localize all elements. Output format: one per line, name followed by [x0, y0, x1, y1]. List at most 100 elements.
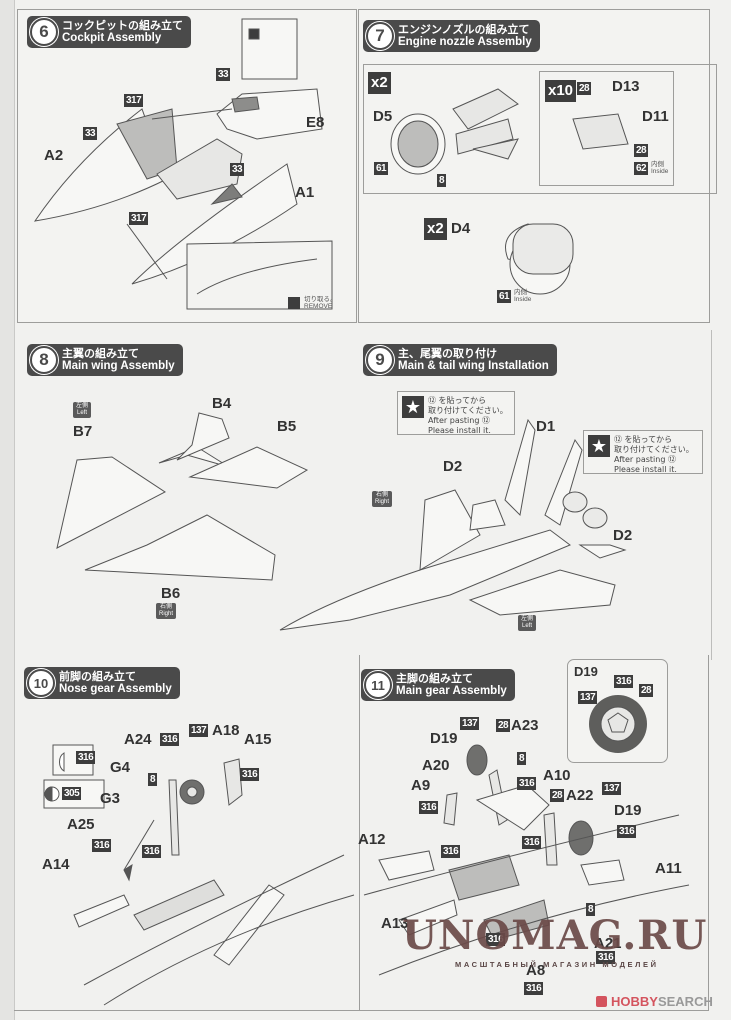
color-code-chip: 8	[586, 903, 596, 916]
side-jp: 左側	[76, 403, 89, 409]
color-code-chip: 316	[441, 845, 461, 858]
part-label: A14	[42, 856, 70, 873]
part-label: A24	[124, 731, 152, 748]
main-gear-drawing	[363, 744, 690, 976]
color-code-chip: 33	[83, 127, 98, 140]
step-title-en: Main wing Assembly	[62, 360, 175, 372]
color-code-chip: 317	[124, 94, 144, 107]
note-jp-line2: 取り付けてください。	[614, 445, 694, 454]
note-en-line1: After pasting ⑫	[614, 455, 676, 464]
watermark-main: UNOMAG.RU	[402, 912, 708, 959]
multiplier-badge: x2	[368, 72, 391, 94]
multiplier-badge: x2	[424, 218, 447, 240]
step-title-jp: エンジンノズルの組み立て	[398, 23, 530, 36]
inside-jp: 内側	[651, 161, 664, 168]
step-title-jp: コックピットの組み立て	[62, 19, 183, 32]
color-code-chip: 62	[634, 162, 649, 175]
nozzle-subassembly-box	[363, 64, 717, 194]
inside-en: Inside	[651, 168, 669, 175]
part-label: A18	[212, 722, 240, 739]
side-jp: 右側	[160, 604, 173, 610]
color-code-chip: 137	[189, 724, 209, 737]
note-en-line1: After pasting ⑫	[428, 416, 490, 425]
color-code-chip: 316	[617, 825, 637, 838]
inside-jp: 内側	[514, 289, 527, 296]
hobby-search-credit: HOBBY SEARCH	[596, 994, 713, 1009]
note-jp-line1: ⑫ を貼ってから	[614, 435, 673, 444]
note-jp-line1: ⑫ を貼ってから	[428, 396, 487, 405]
part-label: A9	[411, 777, 431, 794]
credit-search: SEARCH	[657, 994, 713, 1009]
color-code-chip: 137	[460, 717, 480, 730]
part-label: G3	[100, 790, 121, 807]
step-number: 6	[30, 18, 58, 46]
part-label: D19	[614, 802, 642, 819]
color-code-chip: 316	[486, 933, 506, 946]
part-label: G4	[110, 759, 131, 776]
side-jp: 左側	[521, 616, 534, 622]
color-code-chip: 316	[419, 801, 439, 814]
step-title-en: Main & tail wing Installation	[398, 360, 549, 372]
step-number: 7	[366, 22, 394, 50]
color-code-chip: 316	[522, 836, 542, 849]
part-label: A12	[358, 831, 386, 848]
part-label: B5	[277, 418, 297, 435]
part-label: A2	[44, 147, 64, 164]
color-code-chip: 28	[550, 789, 565, 802]
part-label: B4	[212, 395, 232, 412]
part-label: A13	[381, 915, 409, 932]
star-icon: ★	[588, 435, 610, 457]
step-title-jp: 主、尾翼の取り付け	[398, 347, 497, 360]
part-label: D2	[613, 527, 633, 544]
color-code-chip: 61	[497, 290, 512, 303]
side-jp: 右側	[376, 492, 389, 498]
page-edge	[0, 0, 15, 1020]
step-number: 8	[30, 346, 58, 374]
color-code-chip: 316	[240, 768, 260, 781]
color-code-chip: 137	[602, 782, 622, 795]
step-11-panel	[359, 655, 709, 1011]
remove-note-jp: 切り取る。	[304, 296, 337, 303]
side-en: Left	[522, 623, 533, 629]
color-code-chip: 137	[578, 691, 598, 704]
step-title-jp: 前脚の組み立て	[59, 670, 136, 683]
color-code-chip: 305	[62, 787, 82, 800]
color-code-chip: 316	[76, 751, 96, 764]
color-code-chip: 316	[614, 675, 634, 688]
hobby-search-logo-icon	[596, 996, 607, 1007]
color-code-chip: 316	[524, 982, 544, 995]
star-icon: ★	[402, 396, 424, 418]
part-label: D2	[443, 458, 463, 475]
note-en-line2: Please install it.	[428, 426, 491, 435]
credit-hobby: HOBBY	[611, 994, 658, 1009]
part-label: D5	[373, 108, 393, 125]
color-code-chip: 8	[148, 773, 158, 786]
color-code-chip: 316	[517, 777, 537, 790]
aircraft-drawing	[279, 418, 627, 631]
step-number: 9	[366, 346, 394, 374]
color-code-chip: 316	[160, 733, 180, 746]
color-code-chip: 33	[230, 163, 245, 176]
part-label: A10	[543, 767, 571, 784]
color-code-chip: 317	[129, 212, 149, 225]
cockpit-drawing	[33, 18, 333, 310]
color-code-chip: 28	[577, 82, 592, 95]
part-label: D19	[430, 730, 458, 747]
part-label: D13	[612, 78, 640, 95]
step-title-en: Nose gear Assembly	[59, 683, 172, 695]
inside-en: Inside	[514, 296, 532, 303]
side-en: Right	[159, 611, 174, 617]
part-label: A11	[655, 860, 682, 877]
part-label: A22	[566, 787, 594, 804]
step-number: 10	[27, 669, 55, 697]
part-label: A20	[422, 757, 450, 774]
